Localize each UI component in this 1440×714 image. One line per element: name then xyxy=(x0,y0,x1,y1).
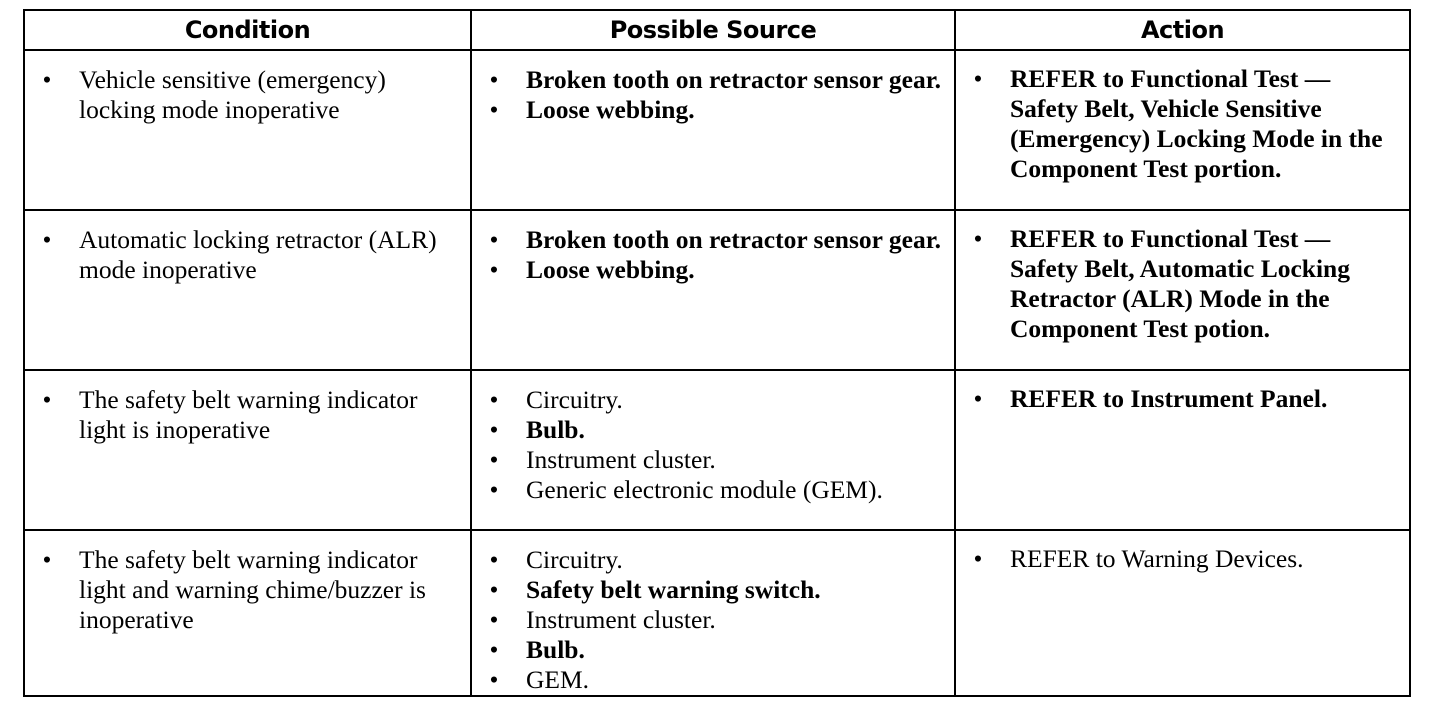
list-item: • Broken tooth on retractor sensor gear. xyxy=(472,65,944,95)
source-text: Loose webbing. xyxy=(526,95,695,124)
list-item: • Bulb. xyxy=(472,415,944,445)
header-action: Action xyxy=(954,9,1411,51)
list-item: • Instrument cluster. xyxy=(472,605,944,635)
list-item: • Loose webbing. xyxy=(472,255,944,285)
list-item: • Loose webbing. xyxy=(472,95,944,125)
condition-text: Automatic locking retractor (ALR) mode i… xyxy=(79,225,437,284)
source-list: • Circuitry. • Safety belt warning switch.… xyxy=(472,531,954,695)
bullet-icon: • xyxy=(489,445,499,474)
condition-cell: • Automatic locking retractor (ALR) mode … xyxy=(23,209,472,371)
list-item: • Circuitry. xyxy=(472,385,944,415)
bullet-icon: • xyxy=(489,255,499,284)
table-row: • The safety belt warning indicator light… xyxy=(23,369,1411,531)
action-list: • REFER to Warning Devices. xyxy=(956,531,1409,574)
source-text: Broken tooth on retractor sensor gear. xyxy=(526,225,942,254)
bullet-icon: • xyxy=(973,64,983,93)
condition-cell: • The safety belt warning indicator light… xyxy=(23,369,472,531)
source-list: •Broken tooth on retractor sensor gear. … xyxy=(472,211,954,285)
list-item: • Instrument cluster. xyxy=(472,445,944,475)
source-text: Loose webbing. xyxy=(526,255,695,284)
action-text: REFER to Warning Devices. xyxy=(1010,544,1304,573)
bullet-icon: • xyxy=(42,545,52,574)
list-item: • Vehicle sensitive (emergency) locking m… xyxy=(25,65,460,125)
source-text: GEM. xyxy=(526,665,590,694)
action-cell: • REFER to Functional Test — Safety Belt,… xyxy=(954,49,1411,211)
action-cell: • REFER to Warning Devices. xyxy=(954,529,1411,697)
table-row: • Automatic locking retractor (ALR) mode … xyxy=(23,209,1411,371)
list-item: • REFER to Warning Devices. xyxy=(956,544,1399,574)
action-list: • REFER to Instrument Panel. xyxy=(956,371,1409,414)
list-item: • Safety belt warning switch. xyxy=(472,575,944,605)
list-item: • The safety belt warning indicator light… xyxy=(25,385,460,445)
source-text: Generic electronic module (GEM). xyxy=(526,475,883,504)
source-text: Broken tooth on retractor sensor gear. xyxy=(526,65,942,94)
condition-text: The safety belt warning indicator light … xyxy=(79,545,426,634)
condition-list: • Automatic locking retractor (ALR) mode … xyxy=(25,211,470,285)
bullet-icon: • xyxy=(973,544,983,573)
list-item: • Broken tooth on retractor sensor gear. xyxy=(472,225,944,255)
list-item: • Automatic locking retractor (ALR) mode … xyxy=(25,225,460,285)
table-row: • The safety belt warning indicator light… xyxy=(23,529,1411,697)
bullet-icon: • xyxy=(42,225,52,254)
action-cell: • REFER to Functional Test — Safety Belt,… xyxy=(954,209,1411,371)
bullet-icon: • xyxy=(489,385,499,414)
bullet-icon: • xyxy=(489,575,499,604)
condition-text: The safety belt warning indicator light … xyxy=(79,385,418,444)
source-text: Safety belt warning switch. xyxy=(526,575,821,604)
bullet-icon: • xyxy=(489,225,499,254)
action-cell: • REFER to Instrument Panel. xyxy=(954,369,1411,531)
table-header-row: Condition Possible Source Action xyxy=(23,9,1411,51)
action-text: REFER to Instrument Panel. xyxy=(1010,384,1328,413)
possible-source-cell: • Circuitry. • Safety belt warning switch.… xyxy=(470,529,956,697)
table-row: • Vehicle sensitive (emergency) locking m… xyxy=(23,49,1411,211)
source-text: Circuitry. xyxy=(526,545,623,574)
list-item: • REFER to Instrument Panel. xyxy=(956,384,1399,414)
source-text: Circuitry. xyxy=(526,385,623,414)
action-list: • REFER to Functional Test — Safety Belt,… xyxy=(956,51,1409,184)
list-item: • The safety belt warning indicator light… xyxy=(25,545,460,635)
bullet-icon: • xyxy=(489,605,499,634)
condition-list: • The safety belt warning indicator light… xyxy=(25,371,470,445)
list-item: • Circuitry. xyxy=(472,545,944,575)
list-item: • REFER to Functional Test — Safety Belt,… xyxy=(956,224,1399,344)
source-list: •Broken tooth on retractor sensor gear. … xyxy=(472,51,954,125)
source-text: Instrument cluster. xyxy=(526,445,716,474)
condition-list: • Vehicle sensitive (emergency) locking m… xyxy=(25,51,470,125)
bullet-icon: • xyxy=(489,635,499,664)
bullet-icon: • xyxy=(489,665,499,694)
bullet-icon: • xyxy=(42,65,52,94)
possible-source-cell: •Broken tooth on retractor sensor gear. … xyxy=(470,209,956,371)
bullet-icon: • xyxy=(973,224,983,253)
bullet-icon: • xyxy=(489,545,499,574)
condition-text: Vehicle sensitive (emergency) locking mo… xyxy=(79,65,386,124)
condition-list: • The safety belt warning indicator light… xyxy=(25,531,470,635)
source-text: Bulb. xyxy=(526,635,585,664)
header-possible-source: Possible Source xyxy=(470,9,956,51)
header-condition: Condition xyxy=(23,9,472,51)
condition-cell: • The safety belt warning indicator light… xyxy=(23,529,472,697)
bullet-icon: • xyxy=(489,415,499,444)
diagnosis-table: Condition Possible Source Action • Vehicl… xyxy=(23,9,1411,697)
list-item: • REFER to Functional Test — Safety Belt,… xyxy=(956,64,1399,184)
condition-cell: • Vehicle sensitive (emergency) locking m… xyxy=(23,49,472,211)
bullet-icon: • xyxy=(489,475,499,504)
bullet-icon: • xyxy=(489,95,499,124)
action-list: • REFER to Functional Test — Safety Belt,… xyxy=(956,211,1409,344)
possible-source-cell: •Broken tooth on retractor sensor gear. … xyxy=(470,49,956,211)
action-text: REFER to Functional Test — Safety Belt, … xyxy=(1010,224,1350,343)
source-text: Instrument cluster. xyxy=(526,605,716,634)
list-item: • GEM. xyxy=(472,665,944,695)
source-list: •Circuitry. •Bulb. •Instrument cluster. … xyxy=(472,371,954,505)
source-text: Bulb. xyxy=(526,415,585,444)
action-text: REFER to Functional Test — Safety Belt, … xyxy=(1010,64,1383,183)
bullet-icon: • xyxy=(42,385,52,414)
bullet-icon: • xyxy=(489,65,499,94)
possible-source-cell: •Circuitry. •Bulb. •Instrument cluster. … xyxy=(470,369,956,531)
list-item: • Generic electronic module (GEM). xyxy=(472,475,944,505)
list-item: • Bulb. xyxy=(472,635,944,665)
bullet-icon: • xyxy=(973,384,983,413)
